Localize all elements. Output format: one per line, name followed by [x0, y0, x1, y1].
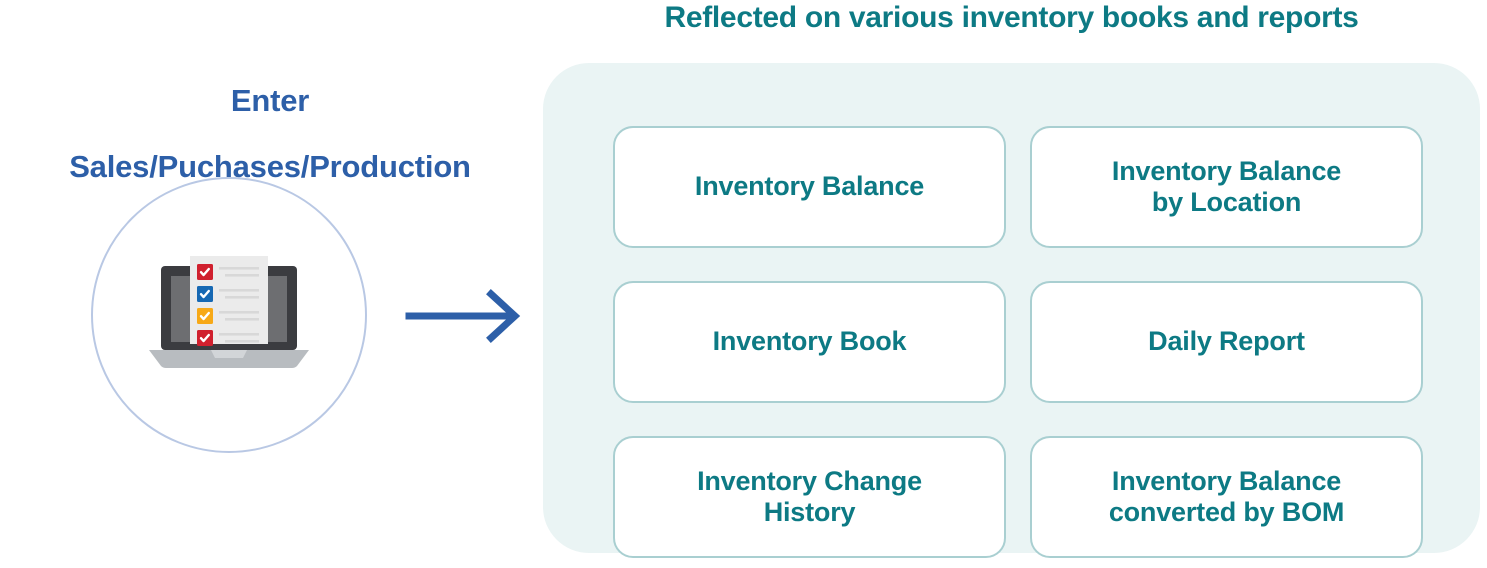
report-card-label: Inventory Balance converted by BOM	[1108, 465, 1345, 527]
reports-panel: Inventory Balance Inventory Balance by L…	[543, 63, 1480, 558]
right-arrow-icon	[405, 288, 530, 344]
panel-title: Reflected on various inventory books and…	[664, 1, 1359, 34]
enter-heading-line-1: Enter	[230, 82, 310, 118]
report-card-label: Inventory Balance	[694, 171, 925, 202]
report-card-inventory-change-history[interactable]: Inventory Change History	[613, 436, 1006, 558]
report-card-label: Inventory Balance by Location	[1111, 155, 1342, 217]
enter-heading: Enter Sales/Puchases/Production	[0, 52, 540, 216]
report-card-inventory-book[interactable]: Inventory Book	[613, 281, 1006, 403]
report-card-label: Daily Report	[1148, 326, 1305, 357]
enter-heading-line-2: Sales/Puchases/Production	[69, 148, 471, 184]
report-card-label: Inventory Book	[712, 326, 907, 357]
report-card-inventory-balance[interactable]: Inventory Balance	[613, 126, 1006, 248]
icon-circle-frame	[91, 177, 367, 453]
report-card-label: Inventory Change History	[697, 465, 922, 527]
report-card-inventory-balance-converted-by-bom[interactable]: Inventory Balance converted by BOM	[1030, 436, 1423, 558]
input-stage-group: Enter Sales/Puchases/Production	[0, 0, 540, 568]
report-card-inventory-balance-by-location[interactable]: Inventory Balance by Location	[1030, 126, 1423, 248]
report-card-daily-report[interactable]: Daily Report	[1030, 281, 1423, 403]
reports-card-grid: Inventory Balance Inventory Balance by L…	[613, 126, 1423, 558]
laptop-checklist-icon	[145, 250, 313, 370]
